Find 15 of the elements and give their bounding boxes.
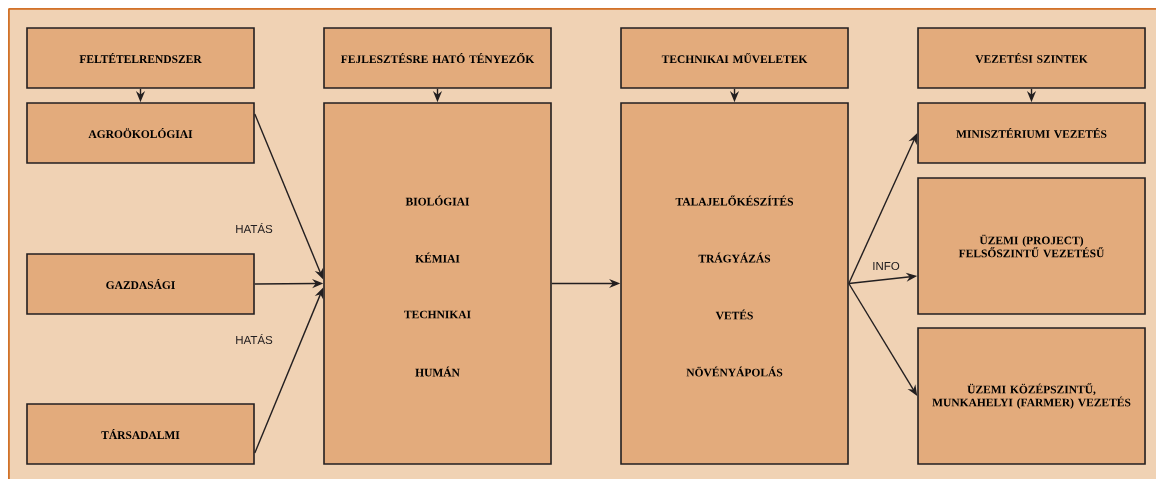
text-box: BIOLÓGIAI KÉMIAI TECHNIKAI HUMÁN: [323, 102, 552, 465]
text-box: MINISZTÉRIUMI VEZETÉS: [917, 102, 1146, 164]
text-box: AGROÖKOLÓGIAI: [26, 102, 255, 164]
text-box: TECHNIKAI MŰVELETEK: [620, 27, 849, 89]
text-box: FEJLESZTÉSRE HATÓ TÉNYEZŐK: [323, 27, 552, 89]
edge-label: HATÁS: [236, 222, 273, 234]
text-box: ÜZEMI KÖZÉPSZINTŰ, MUNKAHELYI (FARMER) VEZETÉS: [917, 327, 1146, 465]
text-box: ÜZEMI (PROJECT) FELSŐSZINTŰ VEZETÉSŰ: [917, 177, 1146, 315]
text-box: TALAJELŐKÉSZÍTÉS TRÁGYÁZÁS VETÉS NÖVÉNYÁPOLÁS: [620, 102, 849, 465]
text-box: VEZETÉSI SZINTEK: [917, 27, 1146, 89]
edge-label: INFO: [873, 261, 900, 271]
text-box: TÁRSADALMI: [26, 403, 255, 465]
edge-label: HATÁS: [236, 333, 273, 345]
text-box: GAZDASÁGI: [26, 253, 255, 315]
text-box: FELTÉTELRENDSZER: [26, 27, 255, 89]
